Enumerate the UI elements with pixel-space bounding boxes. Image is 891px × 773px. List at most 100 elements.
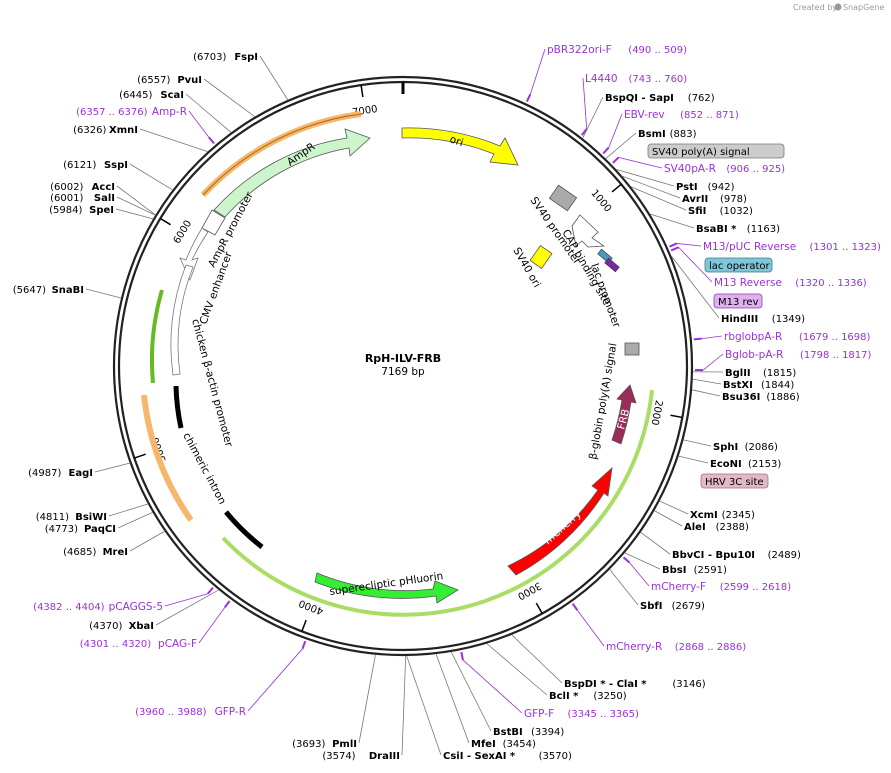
enzyme-position: (4370) [89,621,122,632]
primer-name: mCherry-R [606,641,662,653]
enzyme-leader [450,651,492,732]
enzyme-name: EcoNI [710,459,742,470]
primer-name: GFP-R [215,706,246,718]
enzyme-site: Bsu36I(1886) [722,392,800,403]
enzyme-position: (883) [670,129,697,140]
svg-text:M13 rev: M13 rev [718,297,759,308]
chicken-actin-promoter-shape [170,264,194,376]
enzyme-name: ScaI [160,90,184,101]
primer-mark [207,587,214,595]
primer-mark [602,146,610,155]
primer-site: M13 Reverse(1320 .. 1336) [714,277,867,289]
primer-site: GFP-F(3345 .. 3365) [524,708,639,720]
primer-leader [529,48,546,95]
enzyme-name: BstBI [493,727,523,738]
enzyme-leader [94,462,130,473]
enzyme-name: FspI [234,52,258,63]
plasmid-length: 7169 bp [381,366,425,378]
enzyme-position: (1032) [720,206,753,217]
enzyme-name: AleI [684,522,706,533]
boxed-feature-lac-operator: lac operator [704,257,773,273]
tick-label: 1000 [589,188,614,215]
enzyme-leader [115,208,154,220]
tick-mark [134,453,146,459]
enzyme-leader [401,655,407,756]
enzyme-position: (6445) [119,90,152,101]
enzyme-site: AccI(6002) [50,182,115,193]
primer-range: (1301 .. 1323) [810,242,882,253]
primer-name: pBR322ori-F [547,44,612,56]
credit-brand: SnapGene [843,3,884,12]
enzyme-position: (3454) [503,739,536,750]
enzyme-site: BglII(1815) [725,368,796,379]
enzyme-position: (3570) [539,751,572,762]
enzyme-leader [622,175,681,199]
enzyme-site: EagI(4987) [28,468,93,479]
enzyme-leader [671,255,720,319]
enzyme-site: BspDI * - ClaI *(3146) [564,679,706,690]
enzyme-site: CsiI - SexAI * (3570) [443,751,572,762]
enzyme-leader-lines [85,55,724,756]
primer-site: M13/pUC Reverse(1301 .. 1323) [703,241,881,253]
plasmid-name: RpH-ILV-FRB [365,352,441,365]
primer-range: (6357 .. 6376) [76,107,148,118]
enzyme-position: (2086) [745,442,778,453]
primer-site: pCAGGS-5(4382 .. 4404) [33,601,163,613]
primer-range: (3345 .. 3365) [568,709,640,720]
enzyme-name: AccI [92,182,115,193]
enzyme-name: AvrII [682,194,708,205]
primer-range: (1320 .. 1336) [795,278,867,289]
enzyme-position: (2345) [722,510,755,521]
enzyme-site: HindIII(1349) [721,314,805,325]
primer-name: pCAGGS-5 [109,601,163,613]
enzyme-position: (6557) [137,75,170,86]
enzyme-position: (1844) [761,380,794,391]
enzyme-leader [609,569,639,606]
primer-mark [571,603,579,611]
green-arc-left [149,289,164,384]
enzyme-name: HindIII [721,314,758,325]
enzyme-site: XcmI(2345) [690,510,755,521]
enzyme-site: BbvCI - Bpu10I(2489) [672,550,801,561]
enzyme-name: CsiI - SexAI * [443,751,516,762]
enzyme-leader [108,503,149,517]
enzyme-site: FspI (6703) [193,52,258,63]
frb-arrow [611,384,637,445]
enzyme-site: BstXI(1844) [723,380,794,391]
enzyme-name: BbsI [662,565,686,576]
enzyme-name: PstI [676,182,698,193]
ampr-arrow [213,128,371,218]
enzyme-name: SphI [713,442,738,453]
primer-leader [629,562,650,587]
primer-site: GFP-R (3960 .. 3988) [135,706,246,718]
beta-globin-label: β-globin poly(A) signal [587,342,619,460]
orange-feature-left [141,394,194,522]
enzyme-name: BsiWI [75,512,107,523]
enzyme-name: XbaI [129,621,154,632]
enzyme-leader [117,512,153,529]
enzyme-position: (6703) [193,52,226,63]
enzyme-name: BbvCI - Bpu10I [672,550,755,561]
enzyme-name: SnaBI [52,285,84,296]
primer-range: (3960 .. 3988) [135,707,207,718]
enzyme-position: (1886) [766,392,799,403]
primer-mark [301,640,307,650]
enzyme-position: (4987) [28,468,61,479]
enzyme-name: PmlI [332,739,357,750]
primer-name: Bglob-pA-R [725,349,783,361]
enzyme-site: BspQI - SapI(762) [605,93,715,104]
enzyme-leader [155,589,219,626]
enzyme-name: MreI [103,547,128,558]
primer-leader [188,110,210,138]
enzyme-name: DraIII [369,751,400,762]
enzyme-leader [139,128,208,152]
enzyme-site: BsmI(883) [638,129,697,140]
sv40-polya-shape [548,184,578,212]
primer-leader [618,157,663,169]
enzyme-site: BbsI(2591) [662,565,727,576]
primer-name: SV40pA-R [664,163,716,175]
enzyme-site: BstBI(3394) [493,727,564,738]
primer-name: L4440 [585,73,618,85]
primer-leader [577,609,605,647]
enzyme-leader [649,213,695,229]
